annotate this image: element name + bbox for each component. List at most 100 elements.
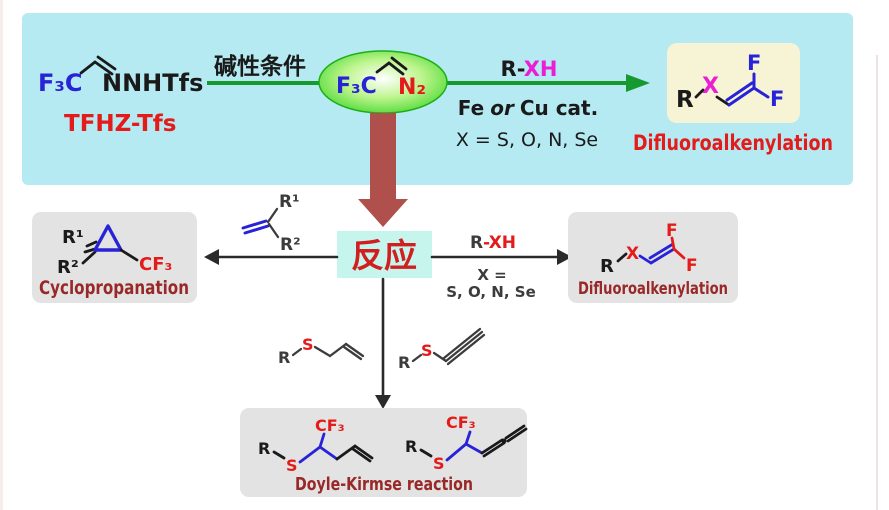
reactant-cf3-label: F₃C bbox=[38, 69, 83, 97]
basic-condition-label: 碱性条件 bbox=[214, 53, 306, 80]
banner-product-label: Difluoroalkenylation bbox=[633, 131, 833, 155]
doyle-kirmse-background bbox=[240, 408, 527, 497]
alkene-r1-bond bbox=[266, 207, 279, 224]
x-list-label: S, O, N, Se bbox=[446, 283, 536, 301]
dk2-r-s-bond bbox=[419, 448, 433, 458]
diazo-intermediate: F₃C N₂ bbox=[318, 50, 448, 114]
rxh-mid-label: R-XH bbox=[470, 233, 516, 253]
dfa-r-label: R bbox=[600, 256, 614, 277]
dk2-allene-double-bond-1 bbox=[480, 438, 506, 458]
allyl-r-s-bond bbox=[291, 347, 303, 357]
product-double-bond bbox=[725, 81, 756, 107]
dfa-x-label: X bbox=[626, 244, 639, 264]
alkene-double-bond bbox=[241, 219, 270, 235]
x-scope-label: X = S, O, N, Se bbox=[456, 129, 598, 151]
cyclopropane-r2-bond bbox=[81, 250, 97, 265]
diazo-double-bond bbox=[387, 56, 408, 76]
left-edge-strip bbox=[0, 0, 3, 510]
cyclopropane-r2-label: R² bbox=[57, 257, 79, 278]
left-arrow-head bbox=[204, 249, 219, 265]
dk2-cf3-label: CF₃ bbox=[446, 413, 476, 432]
reactant-double-bond bbox=[93, 55, 117, 76]
hub-box bbox=[337, 231, 432, 278]
product-highlight-box bbox=[667, 43, 800, 123]
stereo-hash-marks bbox=[83, 240, 98, 254]
dk2-ch-allene-bond bbox=[464, 442, 484, 455]
rxh-reagent-label: R-XH bbox=[501, 57, 558, 81]
dfa-x-c-bond bbox=[638, 254, 653, 265]
dfa-f-right-bond bbox=[672, 247, 686, 260]
dfa-r-x-bond bbox=[616, 252, 628, 263]
alkene-r2-label: R² bbox=[280, 235, 301, 255]
reactant-name: TFHZ-Tfs bbox=[64, 111, 176, 137]
diazo-n2-label: N₂ bbox=[398, 75, 426, 100]
green-arrow-head bbox=[626, 74, 650, 92]
allyl-chain-bonds bbox=[313, 342, 348, 358]
dk1-s-label: S bbox=[286, 456, 298, 475]
x-eq-label: X = bbox=[477, 266, 506, 284]
product-x-label: X bbox=[702, 74, 719, 99]
product-x-c-bond bbox=[715, 95, 731, 107]
dk1-r-label: R bbox=[258, 439, 270, 458]
reactant-nnhtfs-label: NNHTfs bbox=[102, 69, 203, 97]
dk1-cf3-bond bbox=[318, 432, 326, 449]
dfa-double-bond bbox=[648, 242, 676, 265]
dk2-s-label: S bbox=[433, 454, 445, 473]
product-f-right-label: F bbox=[770, 87, 784, 111]
hub-label: 反应 bbox=[351, 236, 417, 275]
product-r-x-bond bbox=[694, 88, 705, 99]
reactant-structure: F₃C NNHTfs TFHZ-Tfs bbox=[38, 55, 203, 137]
dfa-f-right-label: F bbox=[686, 256, 698, 276]
right-arrow-head bbox=[557, 249, 572, 265]
cyclopropane-cf3-bond bbox=[119, 248, 139, 262]
difluoroalkenylation-box: R X F F Difluoroalkenylation bbox=[568, 212, 738, 303]
dk2-allene-double-bond-2 bbox=[504, 424, 528, 443]
doyle-kirmse-label: Doyle-Kirmse reaction bbox=[295, 474, 473, 495]
diazo-bond bbox=[375, 61, 391, 74]
dk1-cf3-label: CF₃ bbox=[315, 416, 345, 435]
propargyl-r-s-bond bbox=[411, 353, 423, 363]
dk2-allene-dot bbox=[501, 438, 507, 444]
propargyl-sulfide-reagent: R S bbox=[398, 327, 486, 372]
diazo-cf3-label: F₃C bbox=[336, 74, 377, 99]
brick-down-arrow bbox=[358, 113, 408, 227]
alkene-r2-bond bbox=[267, 222, 280, 239]
difluoroalkenylation-label: Difluoroalkenylation bbox=[578, 279, 728, 299]
allyl-sulfide-reagent: R S bbox=[278, 335, 365, 367]
propargyl-triple-bond bbox=[442, 327, 486, 366]
banner-product: R X F F bbox=[667, 43, 800, 123]
down-arrow-head bbox=[375, 395, 391, 409]
alkene-r1-label: R¹ bbox=[279, 192, 300, 212]
cyclopropane-r1-label: R¹ bbox=[62, 227, 84, 248]
dk1-vinyl-double-bond bbox=[351, 444, 374, 463]
allyl-s-label: S bbox=[302, 335, 314, 354]
dk1-ch-c2-bond bbox=[318, 445, 339, 461]
allyl-double-bond bbox=[342, 342, 365, 361]
cyclopropane-ring bbox=[93, 224, 123, 252]
propargyl-s-label: S bbox=[421, 341, 433, 360]
dfa-f-top-bond bbox=[670, 236, 676, 251]
doyle-kirmse-allene-product: R S CF₃ bbox=[405, 413, 528, 473]
allyl-r-label: R bbox=[278, 348, 290, 367]
cyclopropanation-box: R¹ R² CF₃ Cyclopropanation bbox=[32, 212, 197, 303]
product-r-label: R bbox=[676, 87, 694, 113]
dk2-cf3-bond bbox=[464, 430, 472, 446]
dk2-s-ch-bond bbox=[445, 442, 468, 462]
dfa-f-top-label: F bbox=[666, 221, 678, 241]
cyclopropanation-background bbox=[32, 212, 197, 303]
dk1-s-ch-bond bbox=[298, 445, 322, 464]
alkene-reagent: R¹ R² bbox=[241, 192, 301, 255]
dk2-r-label: R bbox=[405, 437, 417, 456]
doyle-kirmse-box: R S CF₃ R S CF₃ Doyle-Kirmse reaction bbox=[240, 408, 528, 497]
doyle-kirmse-allyl-product: R S CF₃ bbox=[258, 416, 374, 475]
propargyl-r-label: R bbox=[398, 353, 410, 372]
product-f-top-label: F bbox=[747, 51, 761, 75]
product-f-right-bond bbox=[752, 86, 770, 99]
propargyl-ch2-bond bbox=[432, 351, 448, 363]
cyclopropanation-label: Cyclopropanation bbox=[39, 277, 189, 299]
cyclopropane-cf3-label: CF₃ bbox=[139, 254, 172, 275]
dk1-r-s-bond bbox=[272, 450, 286, 460]
